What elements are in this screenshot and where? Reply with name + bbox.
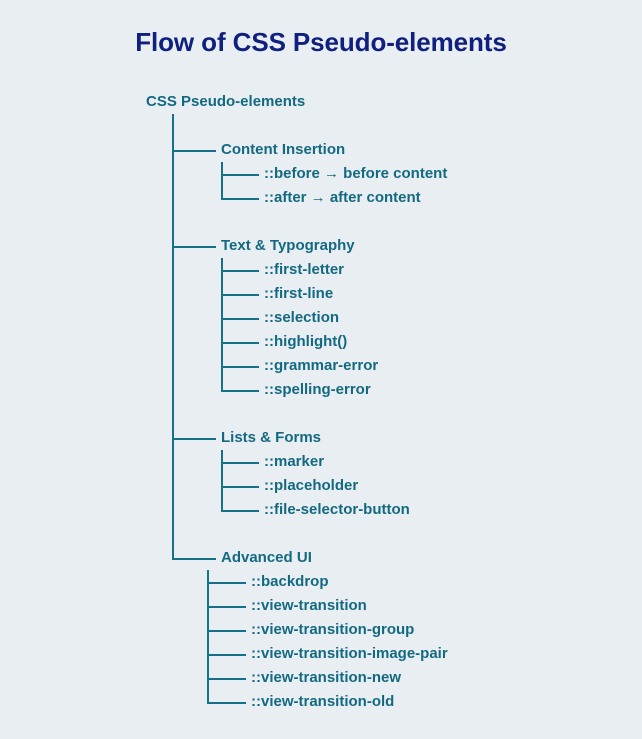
horizontal-connector-icon [207, 606, 246, 608]
tree-node-label: ::view-transition-group [251, 621, 415, 638]
horizontal-connector-icon [221, 510, 259, 512]
tree-node-label: ::first-letter [264, 261, 345, 278]
tree-node-leaf: ::view-transition-image-pair [146, 642, 626, 666]
tree-node-label: ::grammar-error [264, 357, 379, 374]
tree-node-label: Text & Typography [221, 237, 355, 254]
tree-node-leaf: ::grammar-error [146, 354, 626, 378]
tree-node-label: ::view-transition-new [251, 669, 402, 686]
horizontal-connector-icon [172, 438, 216, 440]
tree-connector-spacer [146, 210, 626, 234]
vertical-connector-icon [172, 378, 174, 402]
tree-node-label: Lists & Forms [221, 429, 322, 446]
tree-node-leaf: ::view-transition [146, 594, 626, 618]
horizontal-connector-icon [221, 342, 259, 344]
tree-node-label: CSS Pseudo-elements [146, 93, 306, 110]
vertical-connector-icon [172, 282, 174, 306]
horizontal-connector-icon [221, 390, 259, 392]
tree-node-branch: Lists & Forms [146, 426, 626, 450]
tree-node-label: Advanced UI [221, 549, 312, 566]
vertical-connector-icon [221, 498, 223, 511]
vertical-connector-icon [172, 210, 174, 234]
horizontal-connector-icon [221, 318, 259, 320]
tree-connector-spacer [146, 522, 626, 546]
vertical-connector-icon [172, 114, 174, 138]
horizontal-connector-icon [221, 486, 259, 488]
vertical-connector-icon [172, 402, 174, 426]
vertical-connector-icon [172, 258, 174, 282]
tree-node-branch: Text & Typography [146, 234, 626, 258]
tree-node-label: ::backdrop [251, 573, 329, 590]
tree-connector-spacer [146, 402, 626, 426]
horizontal-connector-icon [207, 630, 246, 632]
vertical-connector-icon [172, 162, 174, 186]
tree-node-leaf: ::first-line [146, 282, 626, 306]
tree-node-label: ::first-line [264, 285, 334, 302]
horizontal-connector-icon [207, 582, 246, 584]
vertical-connector-icon [172, 450, 174, 474]
tree-connector-spacer [146, 114, 626, 138]
vertical-connector-icon [207, 690, 209, 703]
vertical-connector-icon [172, 186, 174, 210]
vertical-connector-icon [172, 546, 174, 559]
vertical-connector-icon [221, 186, 223, 199]
tree-node-leaf: ::first-letter [146, 258, 626, 282]
tree-node-leaf: ::view-transition-group [146, 618, 626, 642]
page-title: Flow of CSS Pseudo-elements [135, 27, 507, 57]
vertical-connector-icon [172, 306, 174, 330]
tree-node-leaf: ::view-transition-new [146, 666, 626, 690]
horizontal-connector-icon [221, 270, 259, 272]
tree-node-label: Content Insertion [221, 141, 346, 158]
tree-node-label: ::view-transition [251, 597, 367, 614]
vertical-connector-icon [172, 474, 174, 498]
tree-node-leaf: ::backdrop [146, 570, 626, 594]
tree-node-leaf: ::selection [146, 306, 626, 330]
tree-node-leaf: ::highlight() [146, 330, 626, 354]
horizontal-connector-icon [172, 558, 216, 560]
horizontal-connector-icon [207, 678, 246, 680]
tree-node-label: ::spelling-error [264, 381, 371, 398]
vertical-connector-icon [172, 522, 174, 546]
horizontal-connector-icon [172, 246, 216, 248]
tree-node-leaf: ::marker [146, 450, 626, 474]
tree-node-leaf: ::view-transition-old [146, 690, 626, 714]
horizontal-connector-icon [207, 654, 246, 656]
tree-node-leaf: ::after → after content [146, 186, 626, 210]
tree-node-branch: Advanced UI [146, 546, 626, 570]
horizontal-connector-icon [221, 174, 259, 176]
tree-node-leaf: ::file-selector-button [146, 498, 626, 522]
horizontal-connector-icon [221, 198, 259, 200]
tree-node-root: CSS Pseudo-elements [146, 90, 626, 114]
horizontal-connector-icon [207, 702, 246, 704]
pseudo-element-tree: CSS Pseudo-elements Content Insertion ::… [146, 90, 626, 714]
tree-node-label: ::before → before content [264, 165, 448, 182]
horizontal-connector-icon [221, 294, 259, 296]
tree-node-label: ::placeholder [264, 477, 359, 494]
tree-node-leaf: ::before → before content [146, 162, 626, 186]
tree-node-label: ::view-transition-old [251, 693, 395, 710]
tree-node-branch: Content Insertion [146, 138, 626, 162]
horizontal-connector-icon [221, 462, 259, 464]
tree-node-label: ::file-selector-button [264, 501, 410, 518]
vertical-connector-icon [172, 330, 174, 354]
tree-node-label: ::marker [264, 453, 325, 470]
horizontal-connector-icon [221, 366, 259, 368]
tree-node-leaf: ::spelling-error [146, 378, 626, 402]
horizontal-connector-icon [172, 150, 216, 152]
tree-node-label: ::view-transition-image-pair [251, 645, 448, 662]
tree-node-label: ::highlight() [264, 333, 348, 350]
vertical-connector-icon [172, 354, 174, 378]
tree-node-label: ::selection [264, 309, 340, 326]
tree-node-label: ::after → after content [264, 189, 421, 206]
vertical-connector-icon [172, 498, 174, 522]
tree-node-leaf: ::placeholder [146, 474, 626, 498]
vertical-connector-icon [221, 378, 223, 391]
